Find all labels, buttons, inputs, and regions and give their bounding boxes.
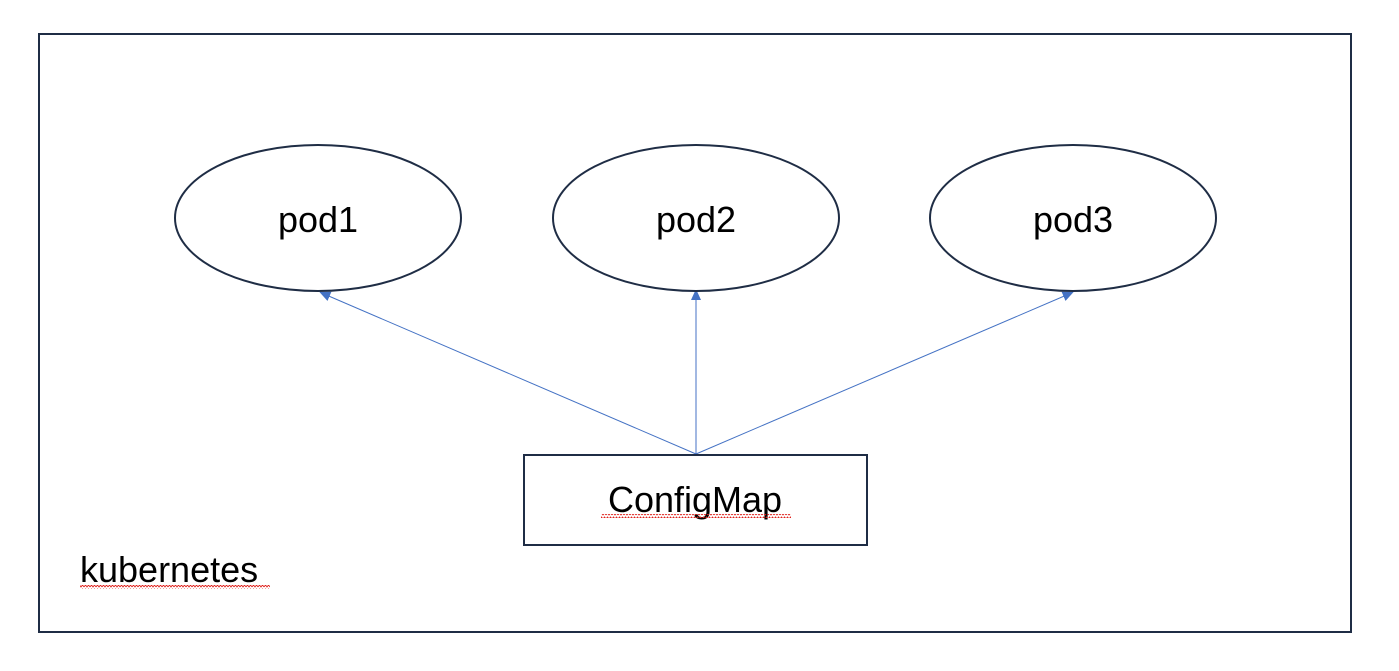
kubernetes-container <box>38 33 1352 633</box>
kubernetes-label: kubernetes <box>80 549 258 590</box>
pod1-label: pod1 <box>278 199 358 240</box>
pod2-ellipse <box>552 144 840 292</box>
edge-configmap-to-pod3 <box>695 291 1074 455</box>
configmap-box <box>523 454 868 546</box>
configmap-spellcheck-underline <box>601 514 791 518</box>
edge-configmap-to-pod1 <box>319 291 697 455</box>
pod1-node: pod1 <box>174 144 462 292</box>
pod1-ellipse <box>174 144 462 292</box>
pod3-node: pod3 <box>929 144 1217 292</box>
kubernetes-spellcheck-underline <box>80 585 270 589</box>
pod2-node: pod2 <box>552 144 840 292</box>
pod3-ellipse <box>929 144 1217 292</box>
pod2-label: pod2 <box>656 199 736 240</box>
configmap-node: ConfigMap <box>523 454 868 546</box>
pod3-label: pod3 <box>1033 199 1113 240</box>
configmap-label: ConfigMap <box>608 479 782 520</box>
